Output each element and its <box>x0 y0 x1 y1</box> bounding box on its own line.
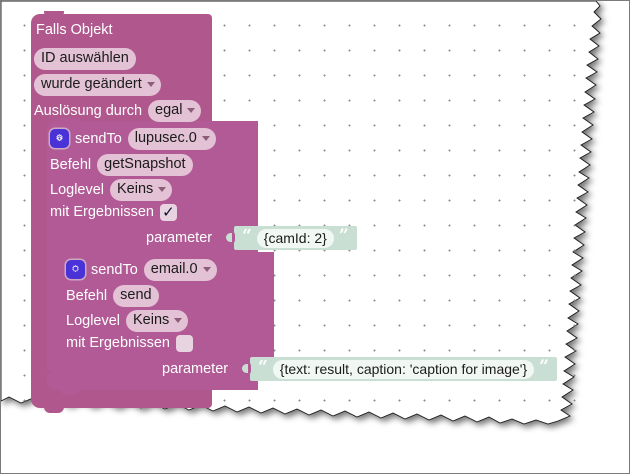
chevron-down-icon <box>174 317 183 323</box>
action-2-command-row: Befehl send <box>66 285 159 307</box>
action-2-command-field[interactable]: send <box>113 285 159 307</box>
action-2-parameter-label: parameter <box>162 361 229 377</box>
action-2-sendto-row: sendTo email.0 <box>66 259 217 281</box>
chevron-down-icon <box>187 107 196 113</box>
close-quote-icon: ” <box>539 356 549 377</box>
action-1-loglevel-row: Loglevel Keins <box>50 179 173 201</box>
action-1-command-label: Befehl <box>50 156 92 173</box>
chevron-down-icon <box>146 81 155 87</box>
action-1-command-field[interactable]: getSnapshot <box>97 154 193 176</box>
action-1-results-checkbox[interactable]: ✓ <box>159 203 177 221</box>
action-block-2-bottom-tab <box>76 372 96 379</box>
trigger-source-value: egal <box>155 102 183 118</box>
change-type-value: wurde geändert <box>41 76 142 92</box>
chevron-down-icon <box>158 186 167 192</box>
action-2-sendto-label: sendTo <box>91 261 138 278</box>
trigger-id-row[interactable]: ID auswählen <box>34 48 136 70</box>
trigger-change-row[interactable]: wurde geändert <box>34 74 161 96</box>
action-block-1-footer[interactable] <box>47 373 258 390</box>
trigger-title-row: Falls Objekt <box>36 23 113 38</box>
action-1-parameter-label: parameter <box>146 230 213 246</box>
action-2-parameter-label-row: parameter <box>162 362 228 377</box>
gear-icon[interactable] <box>50 129 69 149</box>
action-2-sendto-value: email.0 <box>150 261 198 277</box>
action-2-results-checkbox[interactable] <box>175 335 193 352</box>
action-1-sendto-row: sendTo lupusec.0 <box>50 128 216 150</box>
object-id-field[interactable]: ID auswählen <box>34 48 136 70</box>
close-quote-icon: ” <box>338 225 349 246</box>
trigger-block-bottom-tab <box>44 406 64 413</box>
chevron-down-icon <box>201 135 210 141</box>
action-1-sendto-value: lupusec.0 <box>134 130 197 146</box>
action-1-results-row: mit Ergebnissen ✓ <box>50 204 177 221</box>
action-1-command-row: Befehl getSnapshot <box>50 154 193 176</box>
change-type-dropdown[interactable]: wurde geändert <box>34 74 161 96</box>
action-2-results-label: mit Ergebnissen <box>66 335 170 352</box>
action-2-loglevel-row: Loglevel Keins <box>66 310 189 332</box>
action-1-loglevel-dropdown[interactable]: Keins <box>110 179 173 201</box>
action-1-loglevel-label: Loglevel <box>50 181 105 198</box>
action-2-parameter-string-block[interactable]: “ {text: result, caption: 'caption for i… <box>242 356 557 381</box>
gear-icon[interactable] <box>66 260 85 280</box>
checkmark-icon: ✓ <box>162 203 175 221</box>
action-2-command-label: Befehl <box>66 287 108 304</box>
trigger-source-row: Auslösung durch egal <box>34 100 202 122</box>
action-2-loglevel-label: Loglevel <box>66 312 121 329</box>
trigger-source-dropdown[interactable]: egal <box>148 100 202 122</box>
action-1-sendto-label: sendTo <box>75 130 122 147</box>
action-1-sendto-dropdown[interactable]: lupusec.0 <box>127 128 216 150</box>
action-1-parameter-string-block[interactable]: “ {camId: 2} ” <box>226 225 357 250</box>
action-1-results-label: mit Ergebnissen <box>50 204 154 221</box>
action-2-results-row: mit Ergebnissen <box>66 335 193 352</box>
open-quote-icon: “ <box>242 225 252 246</box>
chevron-down-icon <box>202 266 211 272</box>
block-connector-socket <box>226 233 232 242</box>
action-2-sendto-dropdown[interactable]: email.0 <box>143 259 217 281</box>
trigger-title: Falls Objekt <box>36 22 113 38</box>
block-connector-socket <box>242 364 248 373</box>
action-block-1-bottom-tab <box>60 388 80 395</box>
action-1-parameter-value[interactable]: {camId: 2} <box>256 228 334 248</box>
open-quote-icon: “ <box>258 356 268 377</box>
action-1-loglevel-value: Keins <box>117 181 154 197</box>
action-2-parameter-value[interactable]: {text: result, caption: 'caption for ima… <box>272 359 535 379</box>
action-2-loglevel-dropdown[interactable]: Keins <box>126 310 189 332</box>
trigger-source-label: Auslösung durch <box>34 102 143 119</box>
action-1-parameter-label-row: parameter <box>146 231 212 246</box>
action-2-loglevel-value: Keins <box>133 312 170 328</box>
